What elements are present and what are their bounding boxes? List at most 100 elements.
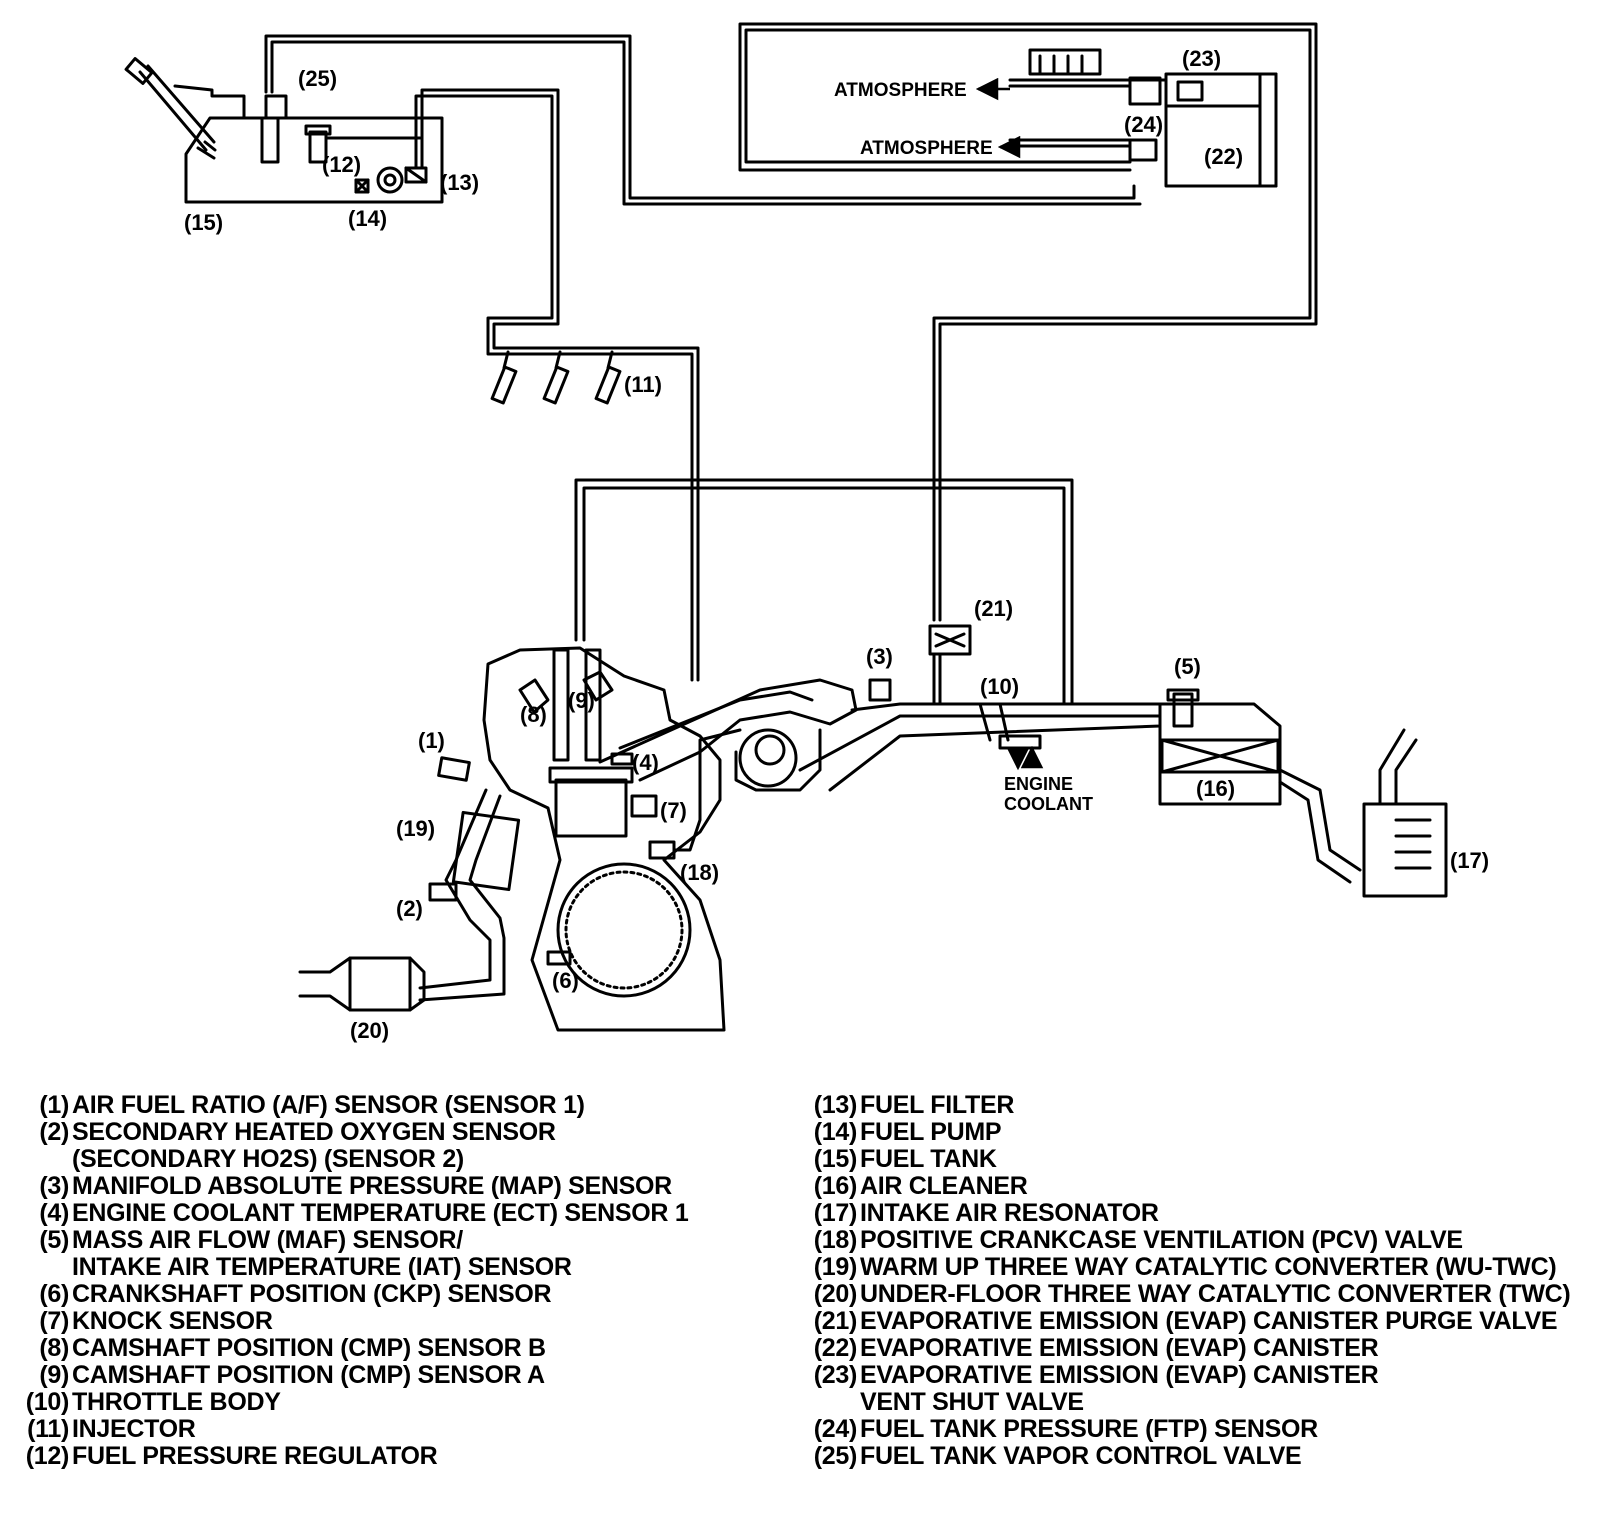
- legend-text-continuation: INTAKE AIR TEMPERATURE (IAT) SENSOR: [72, 1253, 572, 1281]
- map-sensor: [868, 678, 892, 702]
- legend-text: AIR FUEL RATIO (A/F) SENSOR (SENSOR 1): [72, 1091, 585, 1119]
- legend-number: (24): [813, 1415, 858, 1443]
- callout-17: (17): [1450, 848, 1489, 873]
- fuel-tank: [124, 57, 444, 204]
- evap-canister: [1008, 48, 1278, 188]
- legend-item: (21)EVAPORATIVE EMISSION (EVAP) CANISTER…: [810, 1308, 1600, 1335]
- legend-text: SECONDARY HEATED OXYGEN SENSOR: [72, 1118, 556, 1146]
- legend-text: UNDER-FLOOR THREE WAY CATALYTIC CONVERTE…: [860, 1280, 1571, 1308]
- throttle-body: [978, 702, 1010, 742]
- exhaust-system: [298, 788, 521, 1012]
- legend-item: (19)WARM UP THREE WAY CATALYTIC CONVERTE…: [810, 1254, 1600, 1281]
- engine-block: [482, 646, 726, 1032]
- fuel-tank-vapor-control-valve: [260, 34, 1142, 206]
- callout-6: (6): [552, 968, 579, 993]
- legend-text: MANIFOLD ABSOLUTE PRESSURE (MAP) SENSOR: [72, 1172, 672, 1200]
- legend-number: (1): [39, 1091, 69, 1119]
- legend-number: (23): [813, 1361, 858, 1389]
- legend-number: (13): [813, 1091, 858, 1119]
- legend-text: EVAPORATIVE EMISSION (EVAP) CANISTER: [860, 1361, 1379, 1389]
- legend-number: (25): [813, 1442, 858, 1470]
- legend-left-column: (1)AIR FUEL RATIO (A/F) SENSOR (SENSOR 1…: [22, 1092, 782, 1470]
- callout-12: (12): [322, 152, 361, 177]
- legend-number: (6): [39, 1280, 69, 1308]
- legend-text: ENGINE COOLANT TEMPERATURE (ECT) SENSOR …: [72, 1199, 689, 1227]
- legend-text: FUEL TANK PRESSURE (FTP) SENSOR: [860, 1415, 1318, 1443]
- fuel-pressure-regulator: [304, 124, 422, 164]
- callout-22: (22): [1204, 144, 1243, 169]
- legend-text: CAMSHAFT POSITION (CMP) SENSOR A: [72, 1361, 545, 1389]
- fuel-filter: [404, 88, 560, 346]
- vacuum-hose-loop: [574, 478, 1074, 706]
- engine-coolant-label-line1: ENGINE: [1004, 774, 1073, 794]
- legend-item: (18)POSITIVE CRANKCASE VENTILATION (PCV)…: [810, 1227, 1600, 1254]
- legend-right-column: (13)FUEL FILTER(14)FUEL PUMP(15) FUEL TAN…: [810, 1092, 1600, 1470]
- callout-11: (11): [624, 372, 662, 397]
- legend-item: (3)MANIFOLD ABSOLUTE PRESSURE (MAP) SENS…: [22, 1173, 782, 1200]
- legend-text: INJECTOR: [72, 1415, 196, 1443]
- callout-7: (7): [660, 798, 687, 823]
- legend-text-continuation: (SECONDARY HO2S) (SENSOR 2): [72, 1145, 464, 1173]
- intake-air-resonator: [1278, 728, 1448, 898]
- callout-18: (18): [680, 860, 719, 885]
- legend-number: (3): [39, 1172, 69, 1200]
- legend-text: THROTTLE BODY: [72, 1388, 281, 1416]
- legend-number: (8): [39, 1334, 69, 1362]
- legend-text: FUEL TANK VAPOR CONTROL VALVE: [860, 1442, 1302, 1470]
- fuel-pump: [354, 166, 404, 194]
- legend-number: (18): [813, 1226, 858, 1254]
- callout-16: (16): [1196, 776, 1235, 801]
- pcv-valve: [648, 728, 742, 860]
- injectors: [486, 342, 700, 682]
- legend-item: (22)EVAPORATIVE EMISSION (EVAP) CANISTER: [810, 1335, 1600, 1362]
- legend-item: (5)MASS AIR FLOW (MAF) SENSOR/: [22, 1227, 782, 1254]
- legend-item: (2)SECONDARY HEATED OXYGEN SENSOR: [22, 1119, 782, 1146]
- legend-number: (14): [813, 1118, 858, 1146]
- air-cleaner: [1158, 702, 1282, 806]
- callout-9: (9): [568, 688, 595, 713]
- legend-text-continuation: VENT SHUT VALVE: [860, 1388, 1084, 1416]
- legend-text: CRANKSHAFT POSITION (CKP) SENSOR: [72, 1280, 552, 1308]
- legend-text: FUEL FILTER: [860, 1091, 1015, 1119]
- legend-text: AIR CLEANER: [860, 1172, 1028, 1200]
- legend-number: (20): [813, 1280, 858, 1308]
- legend-item: (14)FUEL PUMP: [810, 1119, 1600, 1146]
- legend-item: (1)AIR FUEL RATIO (A/F) SENSOR (SENSOR 1…: [22, 1092, 782, 1119]
- legend-text: POSITIVE CRANKCASE VENTILATION (PCV) VAL…: [860, 1226, 1463, 1254]
- legend-number: (17): [813, 1199, 858, 1227]
- legend-number: (2): [39, 1118, 69, 1146]
- legend-number: (9): [39, 1361, 69, 1389]
- callout-2: (2): [396, 896, 423, 921]
- legend-text: EVAPORATIVE EMISSION (EVAP) CANISTER: [860, 1334, 1379, 1362]
- purge-line: [738, 22, 1318, 622]
- evap-purge-valve: [928, 624, 972, 706]
- atmosphere-label-upper: ATMOSPHERE: [834, 80, 967, 101]
- legend-item: (10)THROTTLE BODY: [22, 1389, 782, 1416]
- ckp-sensor: [546, 950, 572, 966]
- callout-8: (8): [520, 702, 547, 727]
- legend-text: EVAPORATIVE EMISSION (EVAP) CANISTER PUR…: [860, 1307, 1558, 1335]
- callout-25: (25): [298, 66, 337, 91]
- legend-item: (7)KNOCK SENSOR: [22, 1308, 782, 1335]
- legend-item: (13)FUEL FILTER: [810, 1092, 1600, 1119]
- engine-control-system-diagram: ATMOSPHERE ATMOSPHERE ENGINE COOLANT (1)…: [124, 22, 1489, 1043]
- ect-sensor: [610, 752, 634, 766]
- legend-item: (6)CRANKSHAFT POSITION (CKP) SENSOR: [22, 1281, 782, 1308]
- legend-item: (20)UNDER-FLOOR THREE WAY CATALYTIC CONV…: [810, 1281, 1600, 1308]
- legend-number: (16): [813, 1172, 858, 1200]
- legend-number: (15): [813, 1145, 858, 1173]
- maf-sensor: [1166, 688, 1200, 728]
- engine-coolant-label-line2: COOLANT: [1004, 794, 1093, 814]
- legend-text: FUEL PRESSURE REGULATOR: [72, 1442, 438, 1470]
- af-sensor: [437, 756, 471, 782]
- callout-20: (20): [350, 1018, 389, 1043]
- legend-text: CAMSHAFT POSITION (CMP) SENSOR B: [72, 1334, 546, 1362]
- callout-14: (14): [348, 206, 387, 231]
- legend-item: (11)INJECTOR: [22, 1416, 782, 1443]
- callout-3: (3): [866, 644, 893, 669]
- legend-text: MASS AIR FLOW (MAF) SENSOR/: [72, 1226, 463, 1254]
- legend-text: KNOCK SENSOR: [72, 1307, 273, 1335]
- callout-19: (19): [396, 816, 435, 841]
- legend-text: FUEL PUMP: [860, 1118, 1002, 1146]
- legend-item: (25)FUEL TANK VAPOR CONTROL VALVE: [810, 1443, 1600, 1470]
